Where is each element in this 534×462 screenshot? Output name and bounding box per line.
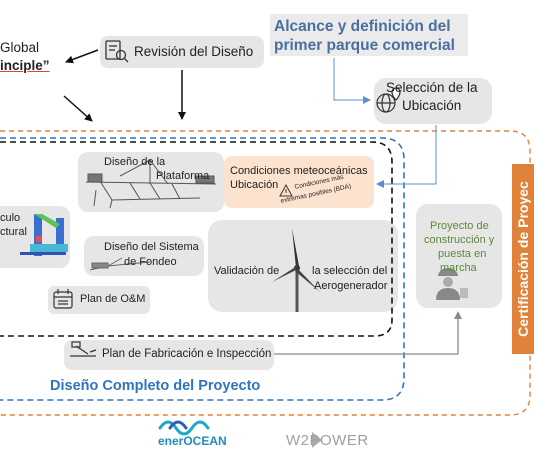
eneocean-logo-text: enerOCEAN: [158, 434, 227, 448]
arrow-revision-to-global: [65, 49, 99, 64]
aero-right1: la selección del: [312, 265, 388, 277]
construccion-line2: construcción y: [424, 234, 495, 246]
meteo-line2: Ubicación: [230, 179, 279, 191]
certificacion-banner: Certificación de Proyec: [512, 164, 534, 354]
global-principle-line1: Global: [0, 40, 40, 55]
aerogenerador-box: [208, 220, 398, 312]
design-frame: [0, 141, 393, 337]
diseno-completo-title: Diseño Completo del Proyecto: [50, 378, 261, 394]
platform-drawing: [85, 159, 217, 209]
w2power-logo-text: W2POWER: [286, 432, 369, 449]
alcance-line2: primer parque comercial: [274, 37, 455, 54]
alcance-line1: Alcance y definición del: [274, 18, 451, 35]
w2power-mark: [312, 432, 322, 448]
plataforma-line2: Plataforma: [156, 170, 210, 182]
seleccion-line1: Selección de la: [386, 80, 478, 95]
calculo-line2: ctural: [0, 226, 27, 238]
aero-right2: Aerogenerador: [314, 280, 388, 292]
meteo-line1: Condiciones meteoceánicas: [230, 165, 368, 177]
arrow-alcance-to-seleccion: [333, 58, 371, 104]
welding-icon: [70, 341, 97, 357]
revision-label: Revisión del Diseño: [134, 44, 254, 59]
fabricacion-box: [64, 340, 274, 370]
plataforma-line1: Diseño de la: [104, 156, 166, 168]
certification-frame: [0, 130, 531, 416]
fondeo-line2: de Fondeo: [124, 256, 177, 268]
construccion-line3: puesta en: [438, 248, 487, 260]
seleccion-box: [374, 78, 492, 124]
revision-box: [100, 36, 264, 68]
arrow-fabricacion-to-construccion: [274, 311, 462, 355]
globe-location-icon: [376, 87, 401, 113]
global-principle-line2: inciple”: [0, 58, 50, 73]
aero-left: Validación de: [214, 265, 280, 277]
alcance-box: [270, 14, 468, 56]
om-label: Plan de O&M: [80, 293, 146, 305]
calculo-line1: culo: [0, 212, 21, 224]
complete-design-frame: [0, 137, 405, 401]
seleccion-line2: Ubicación: [402, 98, 462, 113]
calendar-icon: [53, 289, 73, 309]
fondeo-line1: Diseño del Sistema: [104, 241, 199, 253]
construccion-line1: Proyecto de: [430, 220, 489, 232]
warning-icon: [279, 183, 293, 197]
om-box: [48, 286, 150, 314]
construccion-line4: marcha: [440, 262, 477, 274]
fabricacion-label: Plan de Fabricación e Inspección: [102, 348, 272, 360]
worker-icon: [436, 268, 468, 300]
mooring-drawing: [89, 257, 151, 271]
meteo-box: [224, 156, 374, 208]
wind-turbine-drawing: [272, 228, 320, 312]
arrow-seleccion-to-design: [376, 125, 437, 188]
fondeo-box: [84, 236, 204, 276]
structural-model-drawing: [20, 214, 68, 256]
construccion-box: [416, 204, 502, 308]
arrow-global-down: [63, 95, 93, 122]
checklist-icon: [105, 40, 129, 63]
eneocean-wave-logo: [158, 420, 210, 436]
